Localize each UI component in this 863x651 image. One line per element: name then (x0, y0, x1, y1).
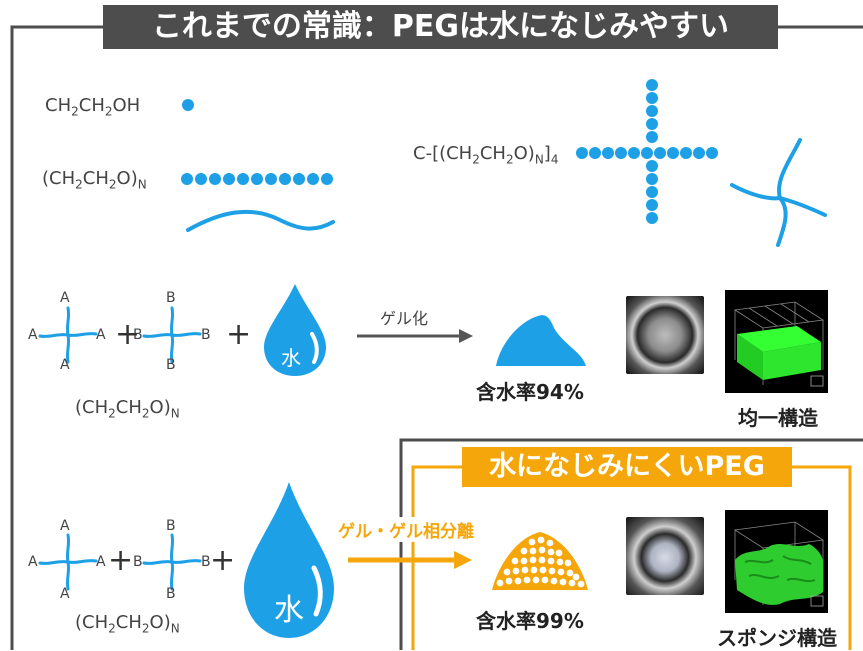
row1-3d-structure (725, 290, 828, 393)
row1-b-left: B (133, 327, 143, 343)
row1-b-bottom: B (166, 357, 176, 373)
row1-b-top: B (166, 290, 176, 306)
row2-a-top: A (60, 518, 70, 534)
row1-precursors (38, 306, 202, 364)
row2-precursors (38, 533, 202, 591)
star-peg-formula: C-[(CH2CH2O)N]4 (413, 143, 559, 167)
linear-peg-formula: (CH2CH2O)N (42, 168, 147, 192)
row2-gel-photo (626, 517, 704, 595)
ethanol-formula: CH2CH2OH (45, 95, 141, 119)
linear-chain-curve (186, 209, 335, 232)
row1-structure-caption: 均一構造 (738, 406, 818, 430)
row2-plus-1: + (108, 543, 134, 578)
row1-formula: (CH2CH2O)N (75, 397, 180, 421)
row2-b-left: B (133, 554, 143, 570)
row2-b-top: B (166, 518, 176, 534)
row1-a-top: A (60, 290, 70, 306)
row2-water-drop-icon (244, 482, 334, 638)
star-polymer-dots (576, 79, 718, 224)
linear-chain-dots (181, 173, 333, 185)
row2-3d-structure (725, 510, 828, 613)
row1-water-content: 含水率94% (476, 380, 584, 404)
row2-structure-caption: スポンジ構造 (717, 626, 837, 650)
row1-b-right: B (201, 327, 211, 343)
row1-a-right: A (96, 327, 106, 343)
title-banner: これまでの常識：PEGは水になじみやすい (103, 5, 778, 49)
row1-a-bottom: A (60, 357, 70, 373)
star-polymer-curve (730, 138, 827, 247)
row2-arrow (348, 551, 472, 569)
row2-plus-2: + (210, 543, 236, 578)
row2-a-right: A (96, 554, 106, 570)
row2-water-label: 水 (274, 593, 304, 628)
row1-gel-mound (496, 315, 586, 366)
hydrophobic-peg-banner: 水になじみにくいPEG (462, 447, 792, 487)
row1-plus-2: + (226, 317, 252, 352)
row2-b-bottom: B (166, 586, 176, 602)
row1-arrow-label: ゲル化 (380, 309, 429, 328)
row1-water-drop-icon (264, 284, 326, 376)
row1-plus-1: + (115, 317, 141, 352)
row2-a-left: A (28, 554, 38, 570)
top-illustrations (181, 79, 827, 247)
row2-formula: (CH2CH2O)N (75, 612, 180, 636)
row1-arrow (357, 329, 473, 343)
row1-a-left: A (28, 327, 38, 343)
row2-arrow-label: ゲル・ゲル相分離 (338, 517, 474, 542)
row1-water-label: 水 (281, 346, 301, 370)
row2-water-content: 含水率99% (476, 609, 584, 633)
row2-porous-gel (492, 532, 588, 590)
row2-a-bottom: A (60, 586, 70, 602)
row2-b-right: B (201, 554, 211, 570)
row1-gel-photo (626, 296, 704, 374)
monomer-dot (182, 99, 194, 111)
